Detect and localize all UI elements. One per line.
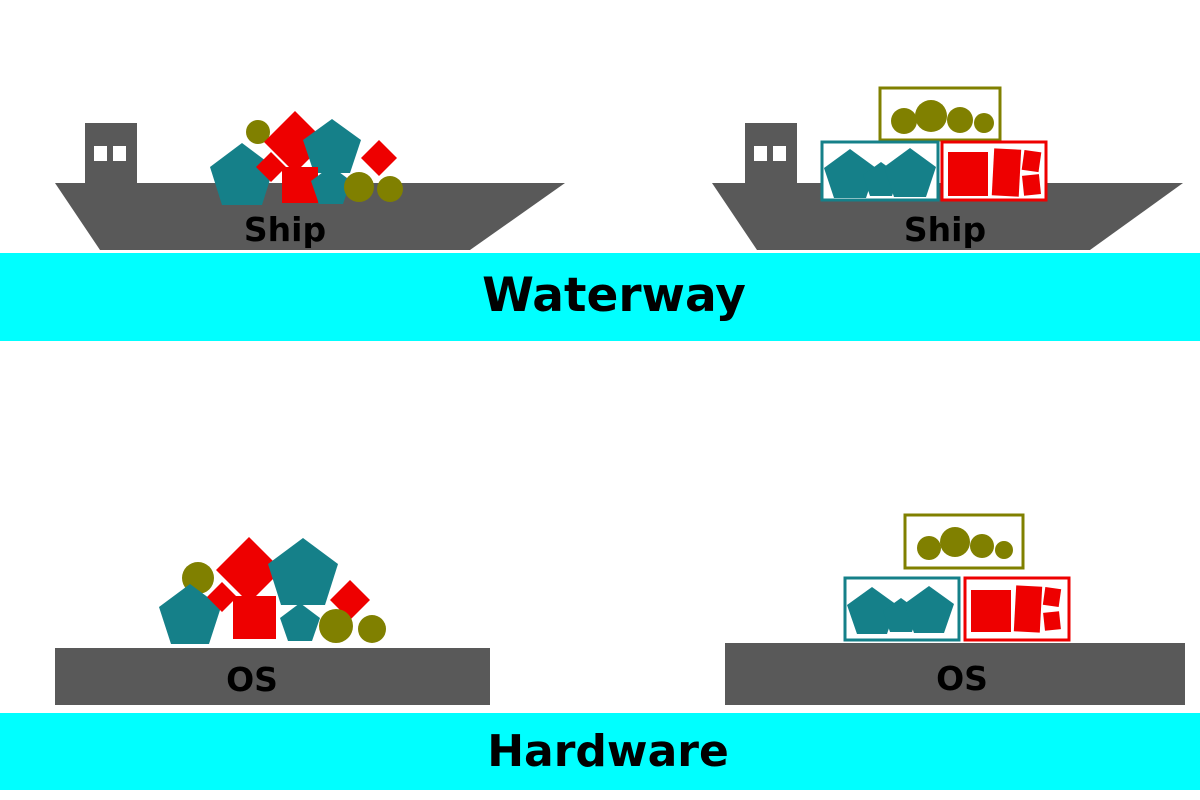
olive-circle-icon	[917, 536, 941, 560]
red-square-icon	[971, 590, 1011, 632]
olive-container	[878, 86, 1002, 142]
left-ship-label: Ship	[244, 210, 326, 249]
red-square-icon	[1042, 586, 1062, 608]
left-ship: Ship	[55, 111, 565, 250]
ship-cabin	[745, 123, 797, 193]
right-ship: Ship	[712, 86, 1183, 250]
red-square-icon	[1021, 149, 1042, 173]
os-slab	[725, 643, 1185, 705]
os-slab	[55, 648, 490, 705]
teal-pentagon-icon	[847, 587, 897, 634]
red-diamond-icon	[216, 537, 282, 603]
teal-pentagon-icon	[884, 148, 936, 197]
teal-pentagon-icon	[303, 119, 361, 173]
teal-pentagon-icon	[268, 538, 338, 605]
olive-circle-icon	[891, 108, 917, 134]
waterway-band	[0, 253, 1200, 341]
teal-pentagon-icon	[280, 603, 320, 641]
teal-pentagon-icon	[159, 584, 221, 644]
red-container	[963, 576, 1071, 642]
teal-pentagon-icon	[311, 166, 351, 204]
olive-circle-icon	[947, 107, 973, 133]
waterway-label: Waterway	[482, 268, 746, 323]
ship-hull	[55, 183, 565, 250]
olive-circle-icon	[940, 527, 970, 557]
olive-circle-icon	[246, 120, 270, 144]
teal-container	[820, 140, 940, 202]
olive-circle-icon	[995, 541, 1013, 559]
olive-circle-icon	[915, 100, 947, 132]
red-diamond-icon	[361, 140, 397, 176]
cabin-window-icon	[113, 146, 126, 161]
right-os-platform: OS	[725, 513, 1185, 705]
red-square-icon	[1043, 611, 1061, 631]
red-diamond-icon	[256, 152, 286, 182]
teal-pentagon-icon	[210, 143, 274, 205]
red-square-icon	[991, 148, 1022, 197]
hardware-band	[0, 713, 1200, 790]
loose-process-pile	[159, 537, 386, 644]
cabin-window-icon	[94, 146, 107, 161]
olive-circle-icon	[358, 615, 386, 643]
cabin-window-icon	[754, 146, 767, 161]
left-os-label: OS	[226, 660, 278, 699]
teal-pentagon-icon	[904, 586, 954, 633]
olive-circle-icon	[344, 172, 374, 202]
olive-circle-icon	[974, 113, 994, 133]
teal-pentagon-icon	[824, 149, 876, 198]
red-square-icon	[1013, 585, 1043, 633]
teal-container	[843, 576, 961, 642]
right-os-label: OS	[936, 659, 988, 698]
red-square-icon	[948, 152, 988, 196]
loose-cargo-pile	[210, 111, 403, 205]
red-square-icon	[282, 167, 318, 203]
red-diamond-icon	[207, 582, 237, 612]
ship-cabin	[85, 123, 137, 193]
red-square-icon	[233, 596, 276, 639]
olive-container	[903, 513, 1025, 570]
olive-circle-icon	[377, 176, 403, 202]
red-square-icon	[1021, 174, 1041, 196]
hardware-label: Hardware	[487, 726, 729, 777]
cabin-window-icon	[773, 146, 786, 161]
left-os-platform: OS	[55, 537, 490, 705]
red-container	[940, 140, 1048, 202]
olive-circle-icon	[970, 534, 994, 558]
right-ship-label: Ship	[904, 210, 986, 249]
olive-circle-icon	[319, 609, 353, 643]
